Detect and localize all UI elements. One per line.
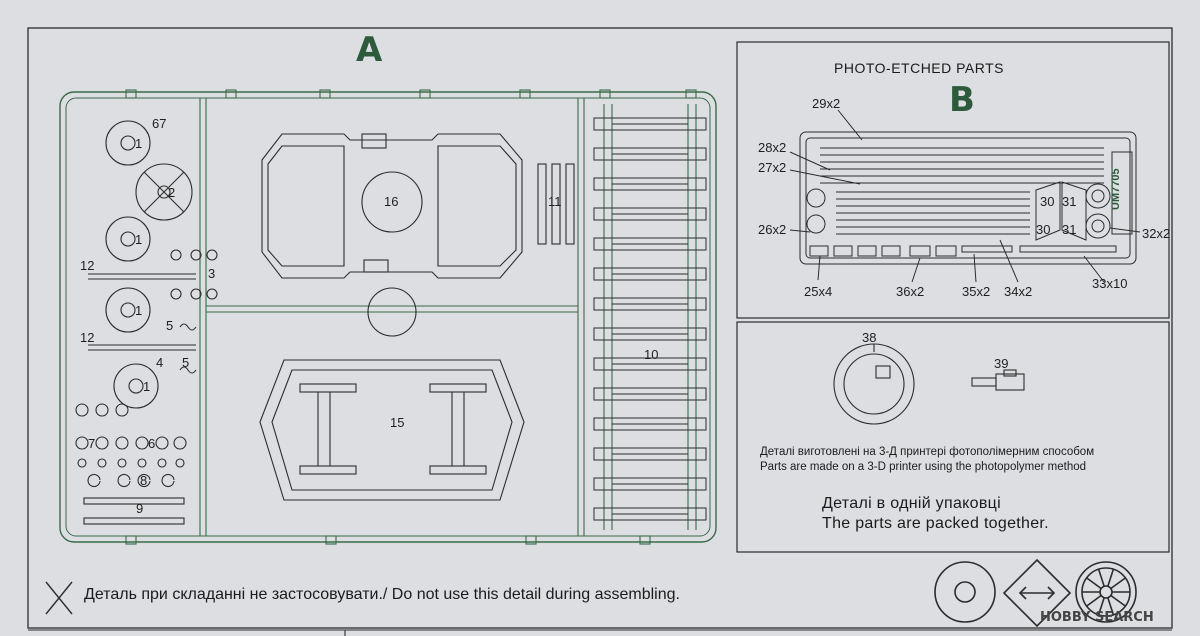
track-link: [593, 267, 707, 281]
section-b-letter: B: [949, 80, 975, 120]
callout-27x2: 27x2: [758, 160, 787, 175]
part-number-6: 6: [148, 436, 156, 451]
do-not-use-note: Деталь при складанні не застосовувати./ …: [84, 586, 680, 603]
callout-35x2: 35x2: [962, 284, 991, 299]
wheel-spoke: [1107, 568, 1115, 587]
fret-code: UM7705: [1110, 168, 1122, 210]
callout-26x2: 26x2: [758, 222, 787, 237]
callout-28x2: 28x2: [758, 140, 787, 155]
part-number-5: 5: [166, 318, 174, 333]
part-number-9: 9: [136, 501, 144, 516]
part-number-3: 3: [208, 266, 216, 281]
part-number-38: 38: [862, 330, 877, 345]
wheel-spoke: [1097, 597, 1105, 616]
part-number-7: 7: [88, 436, 96, 451]
part-number-16: 16: [384, 194, 399, 209]
wheel-spoke: [1086, 577, 1102, 590]
part-number-10: 10: [644, 347, 659, 362]
track-link: [593, 417, 707, 431]
photo-etched-title: PHOTO-ETCHED PARTS: [834, 60, 1005, 76]
packed-note-ua: Деталі в одній упаковці: [822, 495, 1001, 512]
callout-33x10: 33x10: [1092, 276, 1128, 291]
wheel-spoke: [1110, 577, 1126, 590]
callout-29x2: 29x2: [812, 96, 841, 111]
packed-note-en: The parts are packed together.: [822, 515, 1049, 532]
track-link: [593, 237, 707, 251]
part-number-4: 4: [156, 355, 164, 370]
wheel-spoke: [1086, 594, 1102, 607]
part-number-67: 67: [152, 116, 167, 131]
part-number-30: 30: [1036, 222, 1051, 237]
part-number-1: 1: [135, 303, 143, 318]
track-link: [593, 507, 707, 521]
track-link: [593, 297, 707, 311]
part-number-15: 15: [390, 415, 405, 430]
track-link: [593, 357, 707, 371]
track-link: [593, 207, 707, 221]
track-link: [593, 327, 707, 341]
printed-note-ua: Деталі виготовлені на 3-Д принтері фотоп…: [760, 446, 1095, 458]
part-number-30: 30: [1040, 194, 1055, 209]
watermark: HOBBY SEARCH: [1040, 610, 1154, 625]
callout-25x4: 25x4: [804, 284, 833, 299]
part-number-1: 1: [135, 136, 143, 151]
track-link: [593, 177, 707, 191]
part-number-11: 11: [548, 194, 562, 209]
track-link: [593, 147, 707, 161]
track-link: [593, 477, 707, 491]
callout-34x2: 34x2: [1004, 284, 1033, 299]
part-number-8: 8: [140, 473, 148, 488]
section-a-letter: A: [356, 30, 383, 70]
part-number-5: 5: [182, 355, 190, 370]
part-number-12: 12: [80, 330, 95, 345]
callout-36x2: 36x2: [896, 284, 925, 299]
part-number-1: 1: [135, 232, 143, 247]
part-number-31: 31: [1062, 194, 1077, 209]
printed-note-en: Parts are made on a 3-D printer using th…: [760, 461, 1087, 473]
part-number-2: 2: [168, 185, 176, 200]
part-number-39: 39: [994, 356, 1009, 371]
wheel-spoke: [1097, 568, 1105, 587]
wheel-spoke: [1107, 597, 1115, 616]
part-number-1: 1: [143, 379, 151, 394]
wheel-plain-icon: [934, 561, 996, 623]
track-link: [593, 117, 707, 131]
track-link: [593, 447, 707, 461]
part-number-31: 31: [1062, 222, 1077, 237]
part-number-12: 12: [80, 258, 95, 273]
track-link: [593, 387, 707, 401]
wheel-spoke: [1110, 594, 1126, 607]
callout-32x2: 32x2: [1142, 226, 1171, 241]
